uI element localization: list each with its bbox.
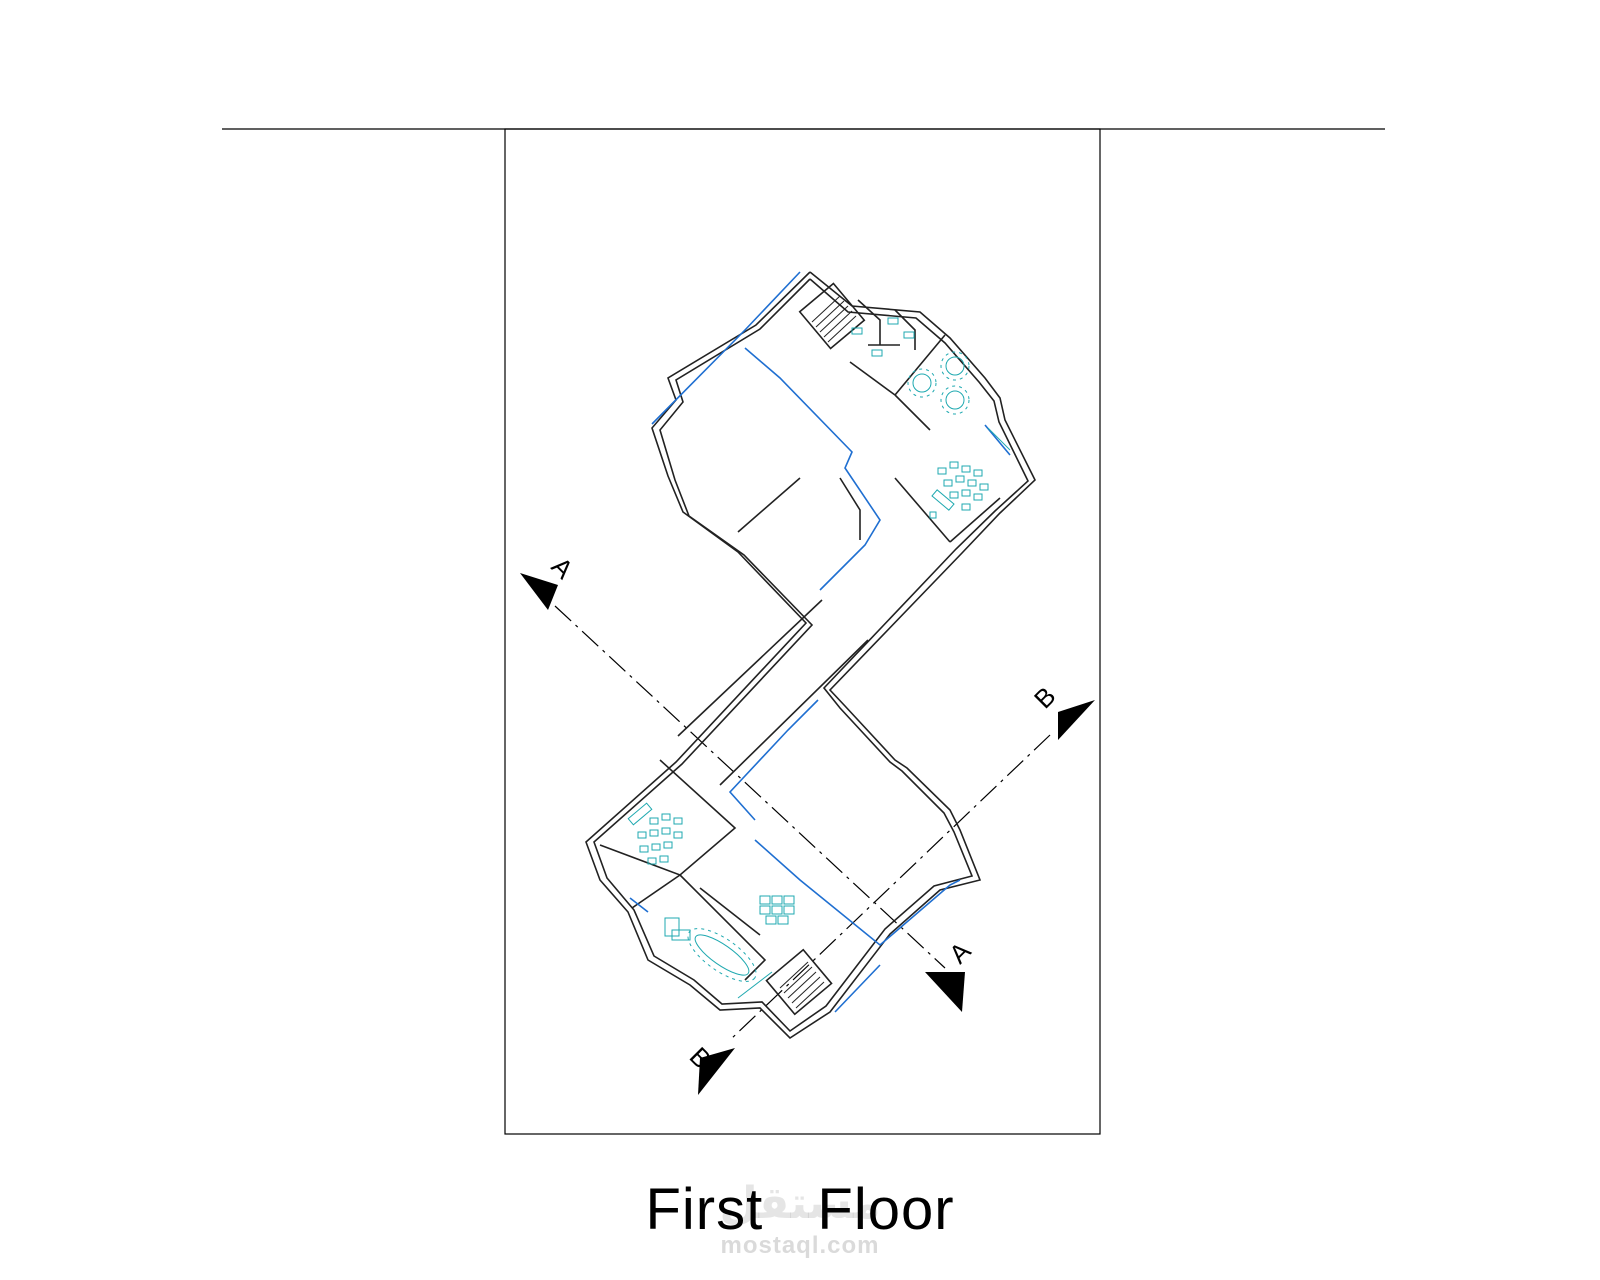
stair-treads	[779, 295, 857, 1009]
watermark-text: mostaql.com	[720, 1232, 880, 1259]
furniture	[627, 317, 1011, 999]
svg-text:B: B	[1028, 681, 1061, 714]
section-marker-b-left: B	[684, 1041, 735, 1095]
office-desk-cluster	[759, 895, 795, 925]
desk-grid-bottom-left	[627, 802, 683, 865]
section-marker-a-top: A	[520, 551, 580, 610]
watermark-logo: ﻣﺴﺘﻘﻞ	[719, 1178, 881, 1229]
building-walls	[585, 271, 1036, 1040]
section-marker-a-bottom: A	[925, 935, 977, 1012]
section-marker-b-right: B	[1028, 681, 1095, 740]
desk-grid-top-right	[929, 461, 989, 519]
drawing-title: First Floor	[645, 1177, 955, 1242]
section-line-a	[554, 605, 946, 969]
svg-text:A: A	[546, 551, 580, 585]
glazing-lines	[629, 271, 1011, 1013]
svg-text:A: A	[943, 935, 977, 969]
site-boundary	[222, 128, 1385, 1135]
